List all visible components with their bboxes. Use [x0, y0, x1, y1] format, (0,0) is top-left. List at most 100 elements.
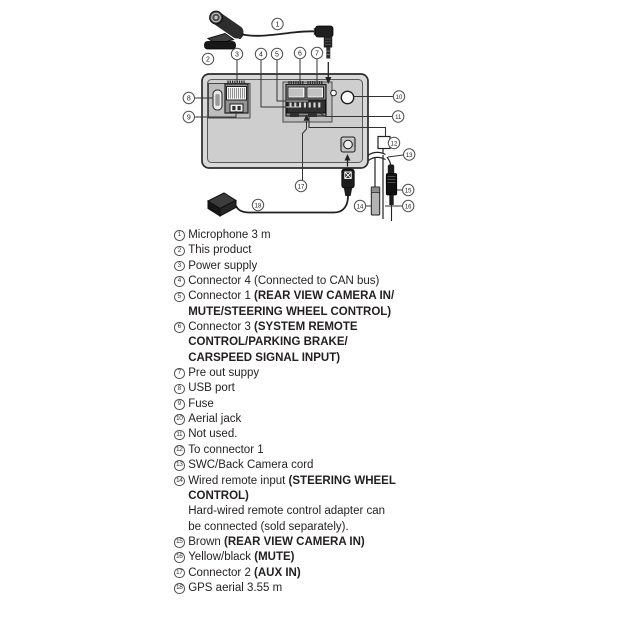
svg-text:15: 15 [405, 189, 412, 195]
callout-7: 7 [310, 46, 324, 60]
callout-8: 8 [182, 91, 195, 105]
legend-text: SWC/Back Camera cord [188, 459, 314, 472]
callout-4: 4 [254, 47, 268, 61]
legend-number-icon: 16 [174, 552, 185, 563]
svg-text:6: 6 [298, 51, 302, 58]
legend-number-icon: 17 [174, 567, 185, 579]
usb-port-illustration [212, 89, 223, 111]
legend-text: Not used. [188, 428, 238, 441]
legend-number-icon: 13 [174, 460, 185, 471]
aerial-jack-illustration [340, 90, 355, 105]
legend-number-icon: 11 [174, 429, 185, 441]
connector2-arrow-icon [303, 114, 310, 121]
callout-10: 10 [392, 90, 406, 103]
power-connector-illustration [208, 80, 251, 119]
svg-text:11: 11 [395, 115, 402, 121]
svg-text:2: 2 [206, 57, 210, 64]
callout-3: 3 [230, 47, 244, 61]
legend-text: Aerial jack [188, 413, 242, 426]
callout-17: 17 [294, 179, 308, 193]
callout-1: 1 [271, 17, 284, 31]
legend-number-icon: 9 [174, 398, 185, 410]
callout-16: 16 [402, 199, 415, 213]
svg-text:16: 16 [405, 205, 412, 211]
svg-text:12: 12 [391, 142, 398, 148]
legend-number-icon: 6 [174, 322, 185, 333]
microphone-illustration [204, 10, 244, 50]
legend-number-icon: 3 [174, 260, 185, 272]
callout-14: 14 [353, 199, 367, 213]
svg-text:4: 4 [259, 52, 263, 59]
legend-text: This product [188, 244, 252, 257]
legend-text: Brown (REAR VIEW CAMERA IN) [188, 535, 365, 548]
callout-6: 6 [293, 46, 307, 60]
svg-text:9: 9 [187, 115, 191, 122]
svg-text:14: 14 [357, 205, 364, 211]
audio-plug-icon [313, 25, 334, 59]
plug-insert-arrow-icon [325, 62, 332, 84]
callout-18: 18 [251, 198, 265, 212]
svg-text:5: 5 [275, 52, 279, 59]
legend-number-icon: 7 [174, 368, 185, 379]
svg-text:1: 1 [276, 22, 280, 29]
gps-aerial-illustration [206, 192, 238, 217]
fuse-illustration [229, 103, 244, 113]
legend-text: Pre out suppy [188, 367, 260, 380]
callout-5: 5 [270, 47, 284, 61]
legend-number-icon: 2 [174, 245, 185, 257]
legend-number-icon: 14 [174, 475, 185, 487]
legend-number-icon: 12 [174, 445, 185, 456]
svg-text:18: 18 [255, 204, 262, 210]
remote-cords-illustration [308, 116, 398, 221]
callout-13: 13 [403, 148, 416, 161]
gps-plug-illustration [341, 168, 355, 196]
legend-text: Connector 2 (AUX IN) [188, 566, 301, 579]
legend-number-icon: 4 [174, 276, 185, 287]
camera-connector-plug [385, 164, 398, 221]
legend-text: Connector 1 (REAR VIEW CAMERA IN/MUTE/ST… [188, 290, 395, 318]
svg-text:10: 10 [396, 95, 403, 101]
legend-number-icon: 5 [174, 291, 185, 303]
legend-number-icon: 10 [174, 414, 185, 425]
gps-cable [235, 195, 349, 214]
callout-2: 2 [201, 52, 215, 66]
legend-number-icon: 15 [174, 537, 185, 548]
legend-text: Microphone 3 m [188, 229, 271, 241]
legend-text: Yellow/black (MUTE) [188, 551, 295, 564]
svg-text:8: 8 [187, 96, 191, 103]
gps-insert-arrow-icon [344, 154, 351, 167]
legend-text: Connector 4 (Connected to CAN bus) [188, 275, 380, 288]
legend-number-icon: 1 [174, 230, 185, 241]
mic-jack-hole [330, 89, 337, 97]
microphone-cable [240, 30, 317, 37]
callout-12: 12 [387, 136, 401, 150]
gps-jack-illustration [340, 136, 356, 153]
cord-bundle [367, 151, 386, 161]
callout-11: 11 [392, 110, 405, 123]
legend-number-icon: 18 [174, 583, 185, 594]
callout-15: 15 [402, 183, 415, 197]
legend-text: USB port [188, 382, 235, 395]
legend-number-icon: 8 [174, 383, 185, 395]
wired-remote-plug [370, 186, 381, 216]
svg-text:17: 17 [298, 185, 305, 191]
